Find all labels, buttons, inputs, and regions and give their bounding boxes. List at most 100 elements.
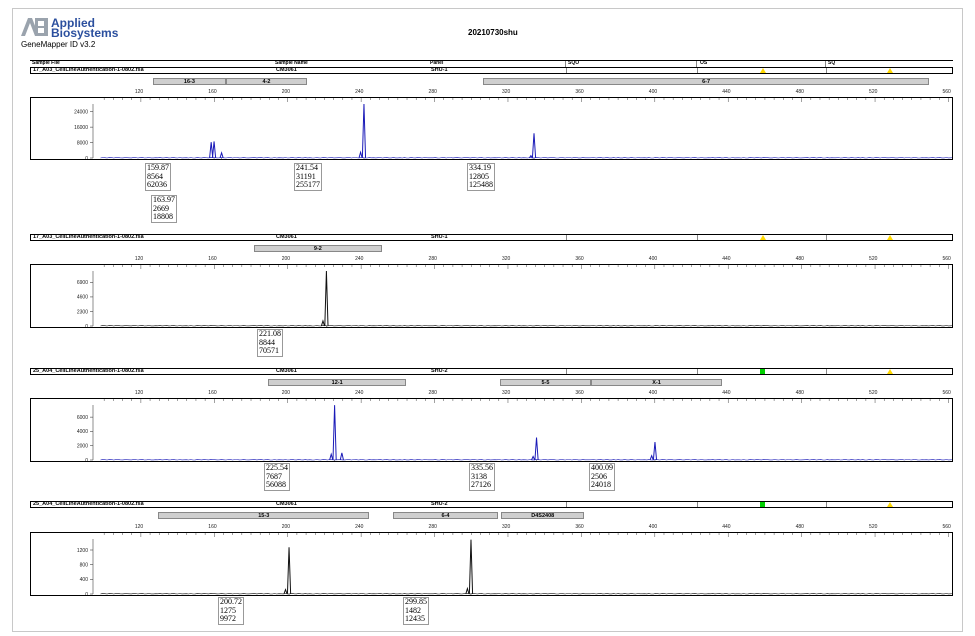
os-pass-icon (760, 502, 765, 507)
vendor-name: Applied Biosystems (51, 16, 119, 40)
x-tick-label: 240 (355, 89, 364, 95)
y-tick-label: 6900 (77, 280, 88, 286)
x-tick-label: 480 (795, 256, 804, 262)
x-tick-label: 440 (722, 390, 731, 396)
x-tick-label: 120 (134, 390, 144, 396)
allele-bin-4-2[interactable]: 4-2 (226, 78, 307, 85)
x-tick-label: 160 (208, 524, 217, 530)
x-tick-label: 480 (795, 89, 804, 95)
peak (534, 437, 539, 461)
y-tick-label: 6000 (77, 415, 88, 421)
os-warning-icon (760, 68, 766, 73)
y-tick-label: 16000 (74, 125, 88, 131)
x-tick-label: 360 (575, 89, 584, 95)
peak (468, 539, 474, 595)
x-tick-label: 440 (722, 524, 731, 530)
x-tick-label: 320 (501, 89, 511, 95)
y-tick-label: 24000 (74, 110, 88, 116)
y-tick-label: 2000 (77, 444, 88, 450)
x-tick-label: 200 (281, 524, 291, 530)
panel-name: SHU-1 (431, 234, 448, 240)
os-pass-icon (760, 369, 765, 374)
allele-bin-6-4[interactable]: 6-4 (393, 512, 498, 519)
peak (219, 151, 224, 159)
x-tick-label: 480 (795, 390, 804, 396)
allele-bin-9-2[interactable]: 9-2 (253, 245, 383, 252)
peak (361, 103, 367, 159)
peak (358, 150, 363, 159)
sample-name: CM3061 (276, 368, 297, 374)
col-sample-name: Sample Name (275, 60, 308, 66)
x-tick-label: 200 (281, 390, 291, 396)
sample-row-4[interactable]: 25_A04_CellLineAuthentication-1-0802.fsa… (30, 501, 953, 508)
peak (652, 442, 658, 461)
y-tick-label: 400 (80, 577, 89, 583)
panel-name: SHU-2 (431, 501, 448, 507)
x-tick-label: 400 (648, 89, 658, 95)
col-sq: SQ (828, 60, 836, 66)
peak (320, 319, 326, 327)
peak (531, 133, 537, 159)
col-sample-file: Sample File (32, 60, 60, 66)
x-tick-label: 360 (575, 390, 584, 396)
peak (286, 547, 292, 595)
peak (324, 270, 329, 327)
sq-warning-icon (887, 369, 893, 374)
x-tick-label: 280 (428, 256, 437, 262)
x-tick-label: 160 (208, 256, 217, 262)
y-tick-label: 800 (80, 562, 89, 568)
x-tick-label: 320 (501, 256, 511, 262)
x-tick-label: 200 (281, 89, 291, 95)
sample-row-2[interactable]: 17_A03_CellLineAuthentication-1-0802.fsa… (30, 234, 953, 241)
sample-file: 17_A03_CellLineAuthentication-1-0802.fsa (33, 67, 144, 73)
allele-bin-12-1[interactable]: 12-1 (268, 379, 407, 386)
sample-name: CM3061 (276, 234, 297, 240)
x-tick-label: 240 (355, 256, 364, 262)
x-tick-label: 560 (942, 390, 951, 396)
sample-row-3[interactable]: 25_A04_CellLineAuthentication-1-0802.fsa… (30, 368, 953, 375)
x-tick-label: 200 (281, 256, 291, 262)
y-tick-label: 4600 (77, 295, 88, 301)
allele-bin-15-3[interactable]: 15-3 (158, 512, 370, 519)
peak (465, 586, 470, 595)
allele-bin-16-3[interactable]: 16-3 (152, 78, 227, 85)
panel-name: SHU-1 (431, 67, 448, 73)
x-tick-label: 280 (428, 524, 437, 530)
x-tick-label: 520 (869, 390, 878, 396)
software-version: GeneMapper ID v3.2 (21, 40, 96, 49)
allele-bin-X-1[interactable]: X-1 (591, 379, 722, 386)
x-tick-label: 240 (355, 390, 364, 396)
peak (329, 452, 334, 461)
page-frame (12, 8, 963, 632)
trace-baseline (100, 458, 952, 461)
trace-baseline (100, 592, 952, 595)
x-tick-label: 560 (942, 89, 951, 95)
x-tick-label: 520 (869, 524, 878, 530)
allele-bin-6-7[interactable]: 6-7 (483, 78, 930, 85)
allele-bin-5-5[interactable]: 5-5 (499, 379, 592, 386)
x-tick-label: 240 (355, 524, 364, 530)
x-tick-label: 320 (501, 524, 511, 530)
peak (209, 142, 214, 159)
col-sqo: SQO (568, 60, 580, 66)
y-tick-label: 0 (85, 156, 88, 160)
peak (211, 141, 217, 159)
allele-bin-D4S2408[interactable]: D4S2408 (501, 512, 585, 519)
applied-biosystems-logo (21, 18, 48, 36)
x-tick-label: 440 (722, 89, 731, 95)
peak (332, 405, 337, 461)
sample-row-1[interactable]: 17_A03_CellLineAuthentication-1-0802.fsa… (30, 67, 953, 74)
peak (283, 588, 288, 595)
